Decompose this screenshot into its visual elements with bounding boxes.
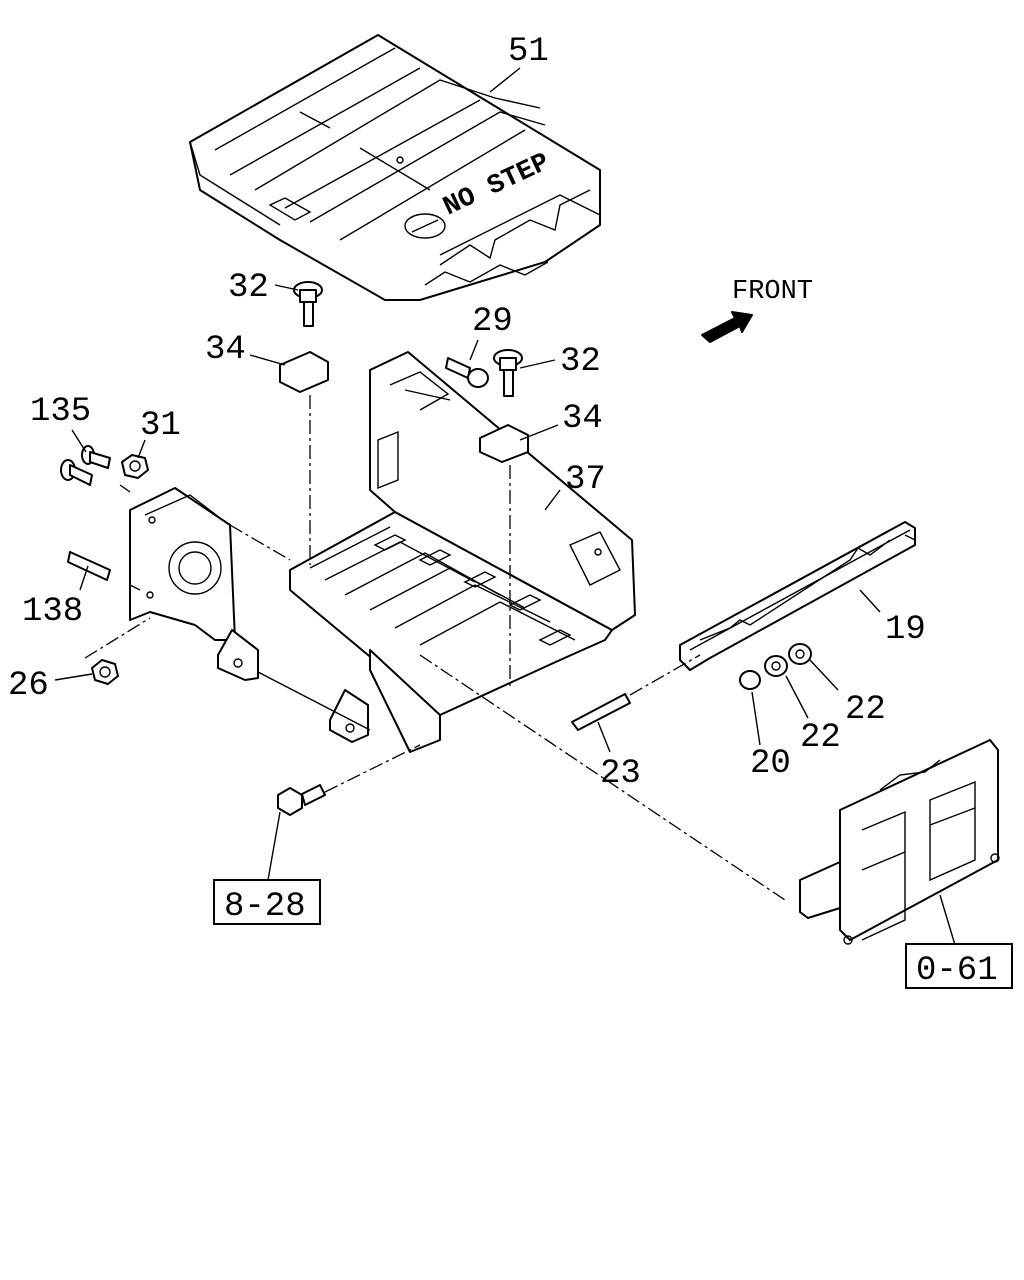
callout-22-b: 22 [800,719,841,757]
nut-26 [91,659,119,685]
callout-29: 29 [472,303,513,341]
svg-text:0-61: 0-61 [916,952,998,990]
callout-138: 138 [22,593,83,631]
assembly-lines [84,395,786,901]
reference-box-8-28: 8-28 [213,879,321,926]
bolt-32-left [293,281,323,327]
battery-cover-51: NO STEP [189,34,601,301]
reference-box-0-61: 0-61 [905,943,1013,990]
callout-26: 26 [8,667,49,705]
front-arrow-icon [701,311,753,343]
callout-34-right: 34 [562,400,603,438]
nut-22-a [764,655,788,677]
leader-lines [54,67,956,946]
stud-23 [571,693,631,731]
callout-34-left: 34 [205,331,246,369]
callout-22-a: 22 [845,691,886,729]
callout-51: 51 [508,33,549,71]
callout-32-left: 32 [228,269,269,307]
bolt-135 [60,445,111,486]
callout-20: 20 [750,745,791,783]
svg-text:8-28: 8-28 [224,888,306,926]
callout-19: 19 [885,611,926,649]
clip-34-right [479,424,529,463]
front-label: FRONT [732,277,813,307]
callout-135: 135 [30,393,91,431]
clip-34-left [279,351,329,393]
bolt-29 [445,357,489,388]
nut-22-b [788,643,812,665]
callout-37: 37 [565,461,606,499]
callout-32-right: 32 [560,343,601,381]
bracket-plate-0-61 [799,739,1000,945]
bolt-8-28 [277,784,326,816]
battery-tray-37 [129,351,636,753]
bolt-32-right [493,349,523,397]
stud-138 [67,551,111,581]
callout-23: 23 [600,755,641,793]
callout-31: 31 [140,407,181,445]
washer-20 [739,670,761,690]
rail-19 [679,521,916,671]
nut-31 [121,454,149,479]
